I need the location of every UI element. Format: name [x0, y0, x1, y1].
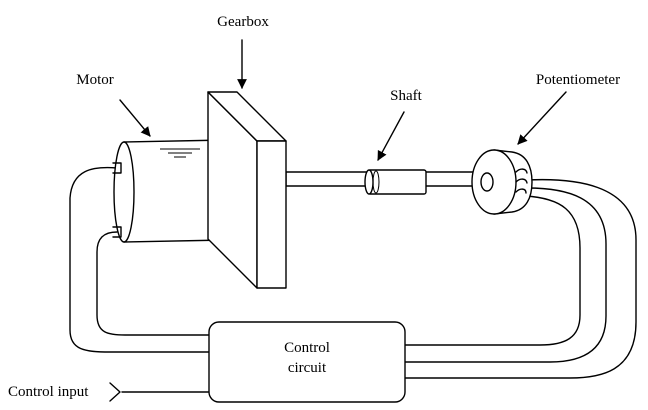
motor-end-face	[113, 141, 135, 243]
arrow-icon	[119, 39, 567, 161]
control-input-connector	[109, 382, 121, 402]
gearbox-label: Gearbox	[217, 14, 269, 30]
shaft-coupling	[367, 169, 427, 195]
motor-terminal-bottom	[112, 226, 122, 238]
potentiometer-label: Potentiometer	[536, 72, 620, 88]
motor-wire-top	[69, 166, 210, 353]
control-circuit-box	[208, 321, 406, 403]
gearbox-icon	[207, 91, 287, 289]
shaft-coupling-end	[364, 169, 374, 195]
pot-wire-3	[404, 195, 581, 346]
motor-label: Motor	[76, 72, 114, 88]
potentiometer-icon	[471, 149, 533, 215]
pot-wire-1	[404, 178, 637, 379]
control-input-label: Control input	[8, 384, 89, 400]
shaft-arrow	[377, 111, 405, 161]
shaft-coupling-ring	[372, 170, 380, 194]
gearbox-side	[256, 140, 287, 289]
shaft	[285, 169, 487, 195]
control-circuit-label-1: Control	[284, 340, 330, 356]
motor-terminal-top	[112, 162, 122, 174]
motor-wire-bottom	[96, 231, 210, 336]
pot-terminal-3	[515, 188, 527, 194]
control-circuit-label-2: circuit	[288, 360, 327, 376]
potentiometer-arrow	[517, 91, 567, 145]
pot-terminal-1	[515, 168, 528, 174]
pot-terminal-2	[515, 178, 528, 184]
control-circuit: Control circuit	[208, 321, 406, 403]
shaft-label: Shaft	[390, 88, 422, 104]
pot-face	[471, 149, 517, 215]
pot-wire-2	[404, 187, 607, 363]
wire-group	[69, 166, 637, 402]
pot-shaft-hub	[480, 172, 494, 192]
motor-arrow	[119, 99, 151, 137]
